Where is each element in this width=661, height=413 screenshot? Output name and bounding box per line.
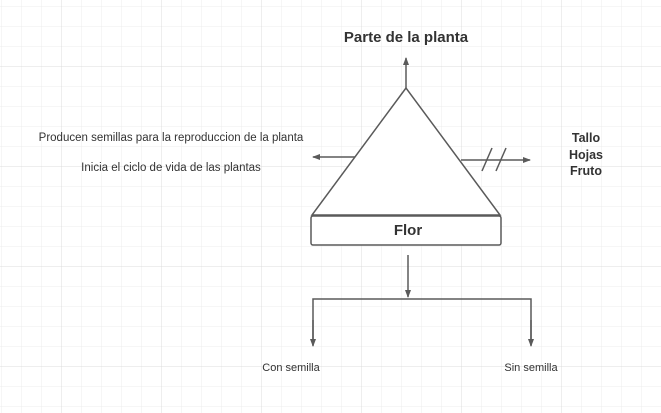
left-note-1: Producen semillas para la reproduccion d… [39,132,304,144]
right-part-tallo: Tallo [572,131,601,145]
hash-mark-2 [495,147,507,172]
left-note-2: Inicia el ciclo de vida de las plantas [81,162,261,174]
branch-con-semilla: Con semilla [262,362,320,374]
right-part-hojas: Hojas [569,148,603,162]
flor-label: Flor [394,222,422,239]
flor-box[interactable] [310,215,502,246]
diagram-title: Parte de la planta [344,29,469,46]
hash-mark-1 [481,147,493,172]
right-part-fruto: Fruto [570,164,602,178]
triangle-shape[interactable] [310,86,502,216]
branch-sin-semilla: Sin semilla [504,362,558,374]
